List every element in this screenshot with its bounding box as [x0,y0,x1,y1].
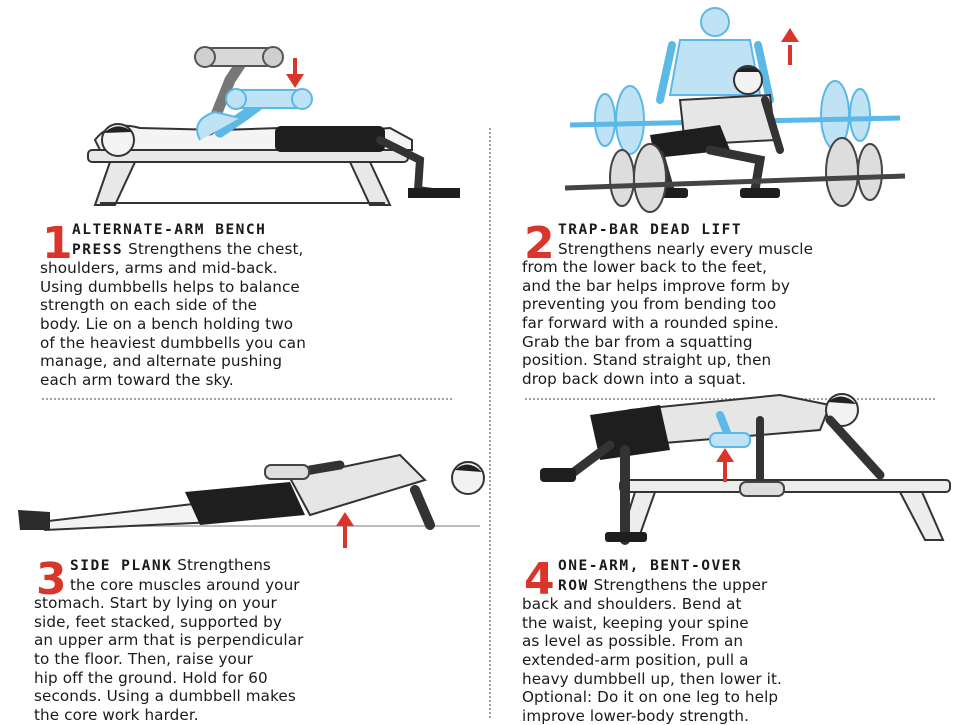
description-line: shoulders, arms and mid-back. [40,259,278,278]
exercise-title: TRAP-BAR DEAD LIFT [558,222,743,238]
description-line: and the bar helps improve form by [522,276,790,295]
exercise-2: 2 TRAP-BAR DEAD LIFT Strengthens nearly … [522,220,962,390]
description-line: Using dumbbells helps to balance [40,277,300,296]
description-line: Optional: Do it on one leg to help [522,688,779,707]
horizontal-divider-left [42,398,452,400]
description-line: the waist, keeping your spine [522,613,749,632]
description-line: Strengthens the chest, [128,239,304,258]
bent-over-row-figure-icon [540,393,951,545]
side-plank-illustration [18,453,485,548]
description-line: position. Stand straight up, then [522,351,772,370]
description-line: extended-arm position, pull a [522,650,749,669]
bench-press-figure-icon [87,46,460,206]
description-line: from the lower back to the feet, [522,258,768,277]
description-line: Strengthens [177,556,271,574]
exercise-title: PRESS [72,241,124,258]
exercise-title: SIDE PLANK [70,558,173,574]
exercise-number: 4 [524,554,555,605]
trap-bar-deadlift-illustration [564,7,906,213]
description-line: stomach. Start by lying on your [34,594,277,613]
description-line: strength on each side of the [40,296,258,315]
description-line: body. Lie on a bench holding two [40,314,294,333]
description-line: drop back down into a squat. [522,369,747,388]
exercise-number: 3 [36,554,67,605]
description-line: back and shoulders. Bend at [522,595,742,614]
description-line: preventing you from bending too [522,295,777,314]
exercise-number: 1 [42,218,73,269]
exercise-title: ALTERNATE-ARM BENCH [72,222,267,238]
description-line: Strengthens nearly every muscle [558,239,814,258]
description-line: each arm toward the sky. [40,370,234,389]
description-line: as level as possible. From an [522,632,744,651]
description-line: improve lower-body strength. [522,706,750,725]
description-line: Grab the bar from a squatting [522,332,753,351]
description-line: the core muscles around your [70,575,300,594]
trap-bar-deadlift-figure-icon [564,7,906,213]
bench-press-illustration [87,46,460,206]
exercise-title: ROW [558,577,589,594]
description-line: far forward with a rounded spine. [522,313,779,332]
description-line: heavy dumbbell up, then lower it. [522,669,782,688]
description-line: manage, and alternate pushing [40,352,283,371]
description-line: of the heaviest dumbbells you can [40,333,306,352]
description-line: the core work harder. [34,705,199,724]
side-plank-figure-icon [18,453,485,548]
exercise-1: 1 ALTERNATE-ARM BENCH PRESS Strengthens … [40,220,480,390]
description-line: an upper arm that is perpendicular [34,631,304,650]
description-line: to the floor. Then, raise your [34,649,254,668]
description-line: side, feet stacked, supported by [34,612,282,631]
exercise-title: ONE-ARM, BENT-OVER [558,558,743,574]
exercise-3: 3 SIDE PLANK Strengthens the core muscle… [34,556,484,724]
vertical-divider [489,128,491,718]
bent-over-row-illustration [540,393,951,545]
exercise-4: 4 ONE-ARM, BENT-OVER ROW Strengthens the… [522,554,962,725]
description-line: hip off the ground. Hold for 60 [34,668,268,687]
description-line: Strengthens the upper [593,575,768,594]
description-line: seconds. Using a dumbbell makes [34,687,296,706]
exercise-number: 2 [524,218,555,269]
